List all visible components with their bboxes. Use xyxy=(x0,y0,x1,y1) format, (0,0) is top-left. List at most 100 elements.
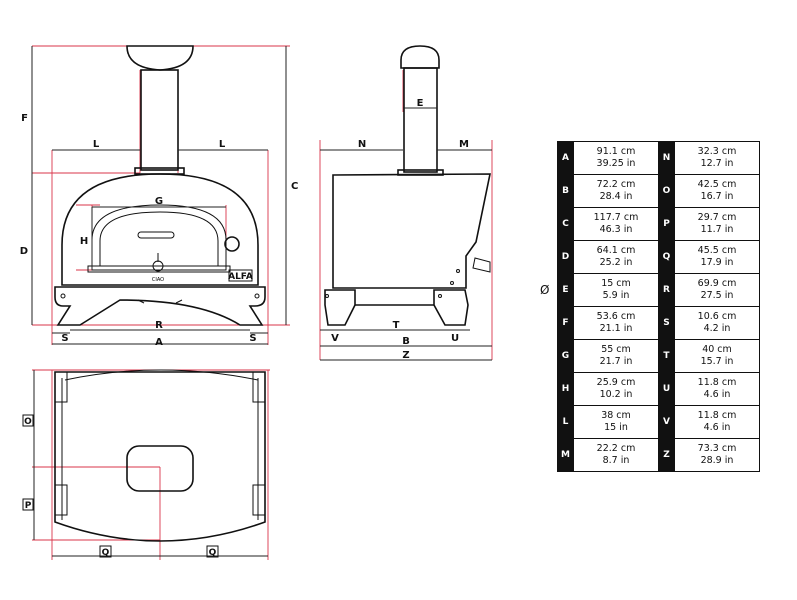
side-view: E N M T V U B Z xyxy=(319,45,493,361)
legend-value-in: 16.7 in xyxy=(700,191,734,202)
oven-dome xyxy=(61,173,259,286)
legend-value-in: 39.25 in xyxy=(596,158,636,169)
legend-value-cm: 11.8 cm xyxy=(697,410,737,421)
legend-key: B xyxy=(557,174,574,208)
legend-value-in: 17.9 in xyxy=(700,257,734,268)
dim-O-label: O xyxy=(24,417,32,427)
side-oven-body xyxy=(332,173,491,289)
legend-value-in: 28.9 in xyxy=(700,455,734,466)
legend-key: M xyxy=(557,438,574,472)
legend-value-in: 27.5 in xyxy=(700,290,734,301)
legend-value-cm: 22.2 cm xyxy=(596,443,636,454)
dim-F-label: F xyxy=(21,113,28,124)
legend-value-cm: 69.9 cm xyxy=(697,278,737,289)
legend-key: T xyxy=(658,339,675,373)
legend-key: N xyxy=(658,141,675,175)
legend-value-in: 4.6 in xyxy=(703,389,731,400)
dim-S-right-label: S xyxy=(249,333,256,344)
dim-C-label: C xyxy=(291,181,298,192)
dim-P-label: P xyxy=(25,501,32,511)
dim-N-label: N xyxy=(358,139,366,150)
dim-E-label: E xyxy=(417,98,424,109)
legend-key: F xyxy=(557,306,574,340)
legend-key: O xyxy=(658,174,675,208)
legend-value-cm: 25.9 cm xyxy=(596,377,636,388)
legend-value-cm: 11.8 cm xyxy=(697,377,737,388)
chimney-pipe xyxy=(140,69,179,171)
legend-value-cm: 38 cm xyxy=(601,410,631,421)
legend-value-cm: 32.3 cm xyxy=(697,146,737,157)
dim-G-label: G xyxy=(155,196,163,207)
legend-key: S xyxy=(658,306,675,340)
legend-value-in: 10.2 in xyxy=(599,389,633,400)
dim-M-label: M xyxy=(459,139,469,150)
legend-value-in: 15 in xyxy=(604,422,628,433)
legend-value-cm: 72.2 cm xyxy=(596,179,636,190)
thermometer-icon xyxy=(224,236,240,252)
legend-key: R xyxy=(658,273,675,307)
legend-key: D xyxy=(557,240,574,274)
legend-value-cm: 64.1 cm xyxy=(596,245,636,256)
dim-R-label: R xyxy=(155,320,163,331)
diameter-symbol: Ø xyxy=(540,283,550,297)
dim-Z-label: Z xyxy=(402,350,409,361)
legend-value-cm: 42.5 cm xyxy=(697,179,737,190)
dim-B-label: B xyxy=(402,336,410,347)
legend-key: H xyxy=(557,372,574,406)
brand-badge: ALFA xyxy=(228,272,253,282)
legend-value-in: 8.7 in xyxy=(602,455,630,466)
legend-key: U xyxy=(658,372,675,406)
legend-value-in: 4.6 in xyxy=(703,422,731,433)
dim-V-label: V xyxy=(331,333,339,344)
legend-value-cm: 15 cm xyxy=(601,278,631,289)
legend-key: V xyxy=(658,405,675,439)
legend-key: Z xyxy=(658,438,675,472)
dim-U-label: U xyxy=(451,333,459,344)
legend-key: P xyxy=(658,207,675,241)
legend-key: L xyxy=(557,405,574,439)
top-oven-outline xyxy=(54,371,266,542)
top-view: O P Q Q xyxy=(22,369,270,560)
door-mark: CIAO xyxy=(152,277,164,283)
oven-base xyxy=(54,286,266,326)
dim-D-label: D xyxy=(20,246,28,257)
side-chimney-pipe xyxy=(403,67,438,173)
legend-value-in: 12.7 in xyxy=(700,158,734,169)
legend-key: Q xyxy=(658,240,675,274)
legend-value-cm: 73.3 cm xyxy=(697,443,737,454)
legend-key: C xyxy=(557,207,574,241)
legend-value-cm: 10.6 cm xyxy=(697,311,737,322)
legend-value-in: 21.7 in xyxy=(599,356,633,367)
legend-value-in: 25.2 in xyxy=(599,257,633,268)
legend-value-in: 28.4 in xyxy=(599,191,633,202)
legend-value-in: 5.9 in xyxy=(602,290,630,301)
legend-value-in: 21.1 in xyxy=(599,323,633,334)
chimney-cap xyxy=(126,45,194,71)
legend-value-cm: 29.7 cm xyxy=(697,212,737,223)
legend-value-cm: 40 cm xyxy=(702,344,732,355)
legend-value-in: 15.7 in xyxy=(700,356,734,367)
dim-L-right-label: L xyxy=(219,139,226,150)
legend-key: E xyxy=(557,273,574,307)
